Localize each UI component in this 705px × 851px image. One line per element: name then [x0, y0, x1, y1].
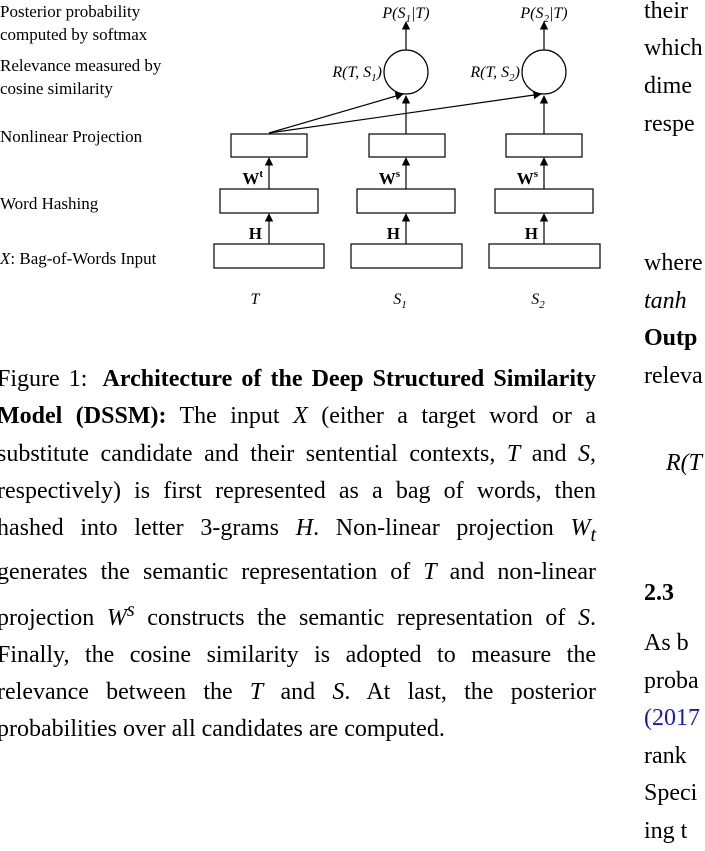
right-line-equation: R(T: [666, 450, 702, 476]
citation-link[interactable]: (2017: [644, 705, 700, 731]
hash-label-candidate-2: H: [525, 224, 538, 243]
column-label-target: T: [251, 291, 261, 308]
caption-text: and: [520, 440, 578, 467]
caption-math: X: [293, 403, 308, 430]
right-line: which: [644, 35, 703, 61]
caption-text: constructs the semantic representation o…: [134, 604, 578, 631]
right-line: Outp: [644, 325, 698, 351]
row-label-bag-of-words-input: X: Bag-of-Words Input: [0, 247, 156, 270]
input-box-candidate-1: [350, 243, 463, 269]
caption-text: . Non-linear projection: [313, 515, 571, 542]
dssm-diagram: P(S1|T) P(S2|T) R(T, S1) R(T, S2) Wt Ws …: [213, 5, 601, 311]
row-label-relevance-line-1: Relevance measured by: [0, 56, 162, 75]
weight-label-candidate-2: Ws: [517, 168, 539, 188]
caption-math: S: [577, 604, 590, 631]
relevance-label-2: R(T, S2): [469, 64, 520, 84]
weight-label-candidate-1: Ws: [379, 168, 401, 188]
right-line: respe: [644, 111, 695, 137]
caption-text: , respectively) is first represented as …: [0, 440, 596, 542]
row-label-relevance-line-2: cosine similarity: [0, 79, 113, 98]
caption-math: T: [423, 559, 437, 586]
caption-math: t: [590, 523, 596, 546]
right-line: their: [644, 0, 688, 24]
row-label-word-hashing: Word Hashing: [0, 194, 99, 213]
right-line: Speci: [644, 780, 698, 806]
caption-text: The input: [166, 403, 294, 430]
relevance-circle-1: [383, 49, 429, 95]
caption-label: Figure 1:: [0, 366, 88, 392]
hash-label-target: H: [249, 224, 262, 243]
weight-label-target: Wt: [242, 168, 263, 188]
dssm-architecture-figure: P(S1|T) P(S2|T) R(T, S1) R(T, S2) Wt Ws …: [0, 0, 610, 330]
caption-text: and: [263, 679, 333, 706]
right-line: dime: [644, 73, 692, 99]
right-line: releva: [644, 363, 703, 389]
row-label-posterior-line-2: computed by softmax: [0, 25, 148, 44]
right-line: where: [644, 250, 703, 276]
row-label-posterior: Posterior probability computed by softma…: [0, 0, 147, 46]
hashing-box-candidate-2: [494, 188, 594, 214]
arrow-target-to-relevance-1: [268, 92, 404, 134]
projection-box-candidate-2: [505, 133, 583, 158]
caption-math: W: [106, 604, 127, 631]
caption-text: generates the semantic representation of: [0, 559, 424, 586]
projection-box-target: [230, 133, 308, 158]
input-box-candidate-2: [488, 243, 601, 269]
caption-math: S: [332, 679, 345, 706]
row-label-posterior-line-1: Posterior probability: [0, 2, 141, 21]
hashing-box-candidate-1: [356, 188, 456, 214]
caption-text: . Finally, the cosine similarity is adop…: [0, 604, 596, 706]
arrow-target-to-relevance-2: [268, 90, 542, 134]
caption-math: H: [295, 515, 314, 542]
row-label-nonlinear-projection: Nonlinear Projection: [0, 127, 143, 146]
input-box-target: [213, 243, 325, 269]
row-label-relevance: Relevance measured by cosine similarity: [0, 54, 161, 100]
caption-math: S: [578, 440, 590, 467]
caption-title: Architecture of the Deep Structured Simi…: [0, 366, 596, 430]
section-number: 2.3: [644, 580, 674, 606]
right-line: tanh: [644, 288, 687, 314]
relevance-label-1: R(T, S1): [331, 64, 382, 84]
right-line: proba: [644, 668, 699, 694]
right-line: As b: [644, 630, 689, 656]
posterior-label-2: P(S2|T): [519, 5, 567, 25]
caption-text: and non-linear projection: [0, 559, 596, 631]
caption-text: . At last, the posterior probabilities o…: [0, 679, 597, 743]
figure-caption: Figure 1: Architecture of the Deep Struc…: [0, 361, 596, 749]
caption-math: s: [126, 598, 135, 621]
input-variable-x: X: [0, 249, 11, 268]
caption-text: (either a target word or a substitute ca…: [0, 403, 596, 467]
right-column-text: their which dime respe where tanh Outp r…: [644, 0, 705, 851]
projection-box-candidate-1: [368, 133, 446, 158]
caption-math: W: [570, 515, 591, 542]
hashing-box-target: [219, 188, 319, 214]
relevance-circle-2: [521, 49, 567, 95]
posterior-label-1: P(S1|T): [381, 5, 429, 25]
column-label-candidate-2: S2: [531, 291, 545, 311]
right-line: ing t: [644, 818, 688, 844]
caption-math: T: [249, 679, 264, 706]
input-label-text: : Bag-of-Words Input: [10, 249, 157, 268]
caption-math: T: [506, 440, 521, 467]
column-label-candidate-1: S1: [393, 291, 407, 311]
right-line: rank: [644, 743, 687, 769]
hash-label-candidate-1: H: [387, 224, 400, 243]
